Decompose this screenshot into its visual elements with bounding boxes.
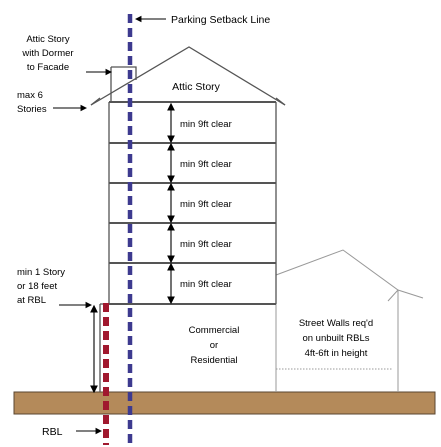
min-story-label-1: min 1 Story [17, 267, 65, 278]
attic-dormer-label-1: Attic Story [26, 34, 70, 45]
street-walls-label-2: on unbuilt RBLs [302, 333, 369, 344]
min-story-arrow [90, 304, 98, 394]
leader-lines [53, 15, 166, 435]
attic-story-label: Attic Story [172, 81, 221, 93]
max-stories-label-2: Stories [17, 104, 47, 115]
ground [13, 391, 436, 415]
min-story-label-2: or 18 feet [17, 281, 57, 292]
rbl-label: RBL [42, 426, 63, 438]
clearance-label-5: min 9ft clear [180, 279, 232, 290]
ground-floor-use-2: or [210, 340, 218, 351]
attic-dormer-label-3: to Facade [27, 62, 69, 73]
street-walls-label-1: Street Walls req'd [299, 318, 373, 329]
clearance-label-3: min 9ft clear [180, 199, 232, 210]
clearance-label-4: min 9ft clear [180, 239, 232, 250]
clearance-arrows [167, 102, 175, 305]
ground-floor-use-3: Residential [191, 355, 238, 366]
max-stories-label-1: max 6 [17, 90, 43, 101]
clearance-label-2: min 9ft clear [180, 159, 232, 170]
ground-floor-use-1: Commercial [189, 325, 240, 336]
clearance-label-1: min 9ft clear [180, 119, 232, 130]
attic-dormer-label-2: with Dormer [21, 48, 73, 59]
min-story-label-3: at RBL [17, 295, 46, 306]
parking-setback-label: Parking Setback Line [171, 14, 270, 26]
street-walls-label-3: 4ft-6ft in height [305, 348, 368, 359]
main-building [90, 46, 286, 392]
